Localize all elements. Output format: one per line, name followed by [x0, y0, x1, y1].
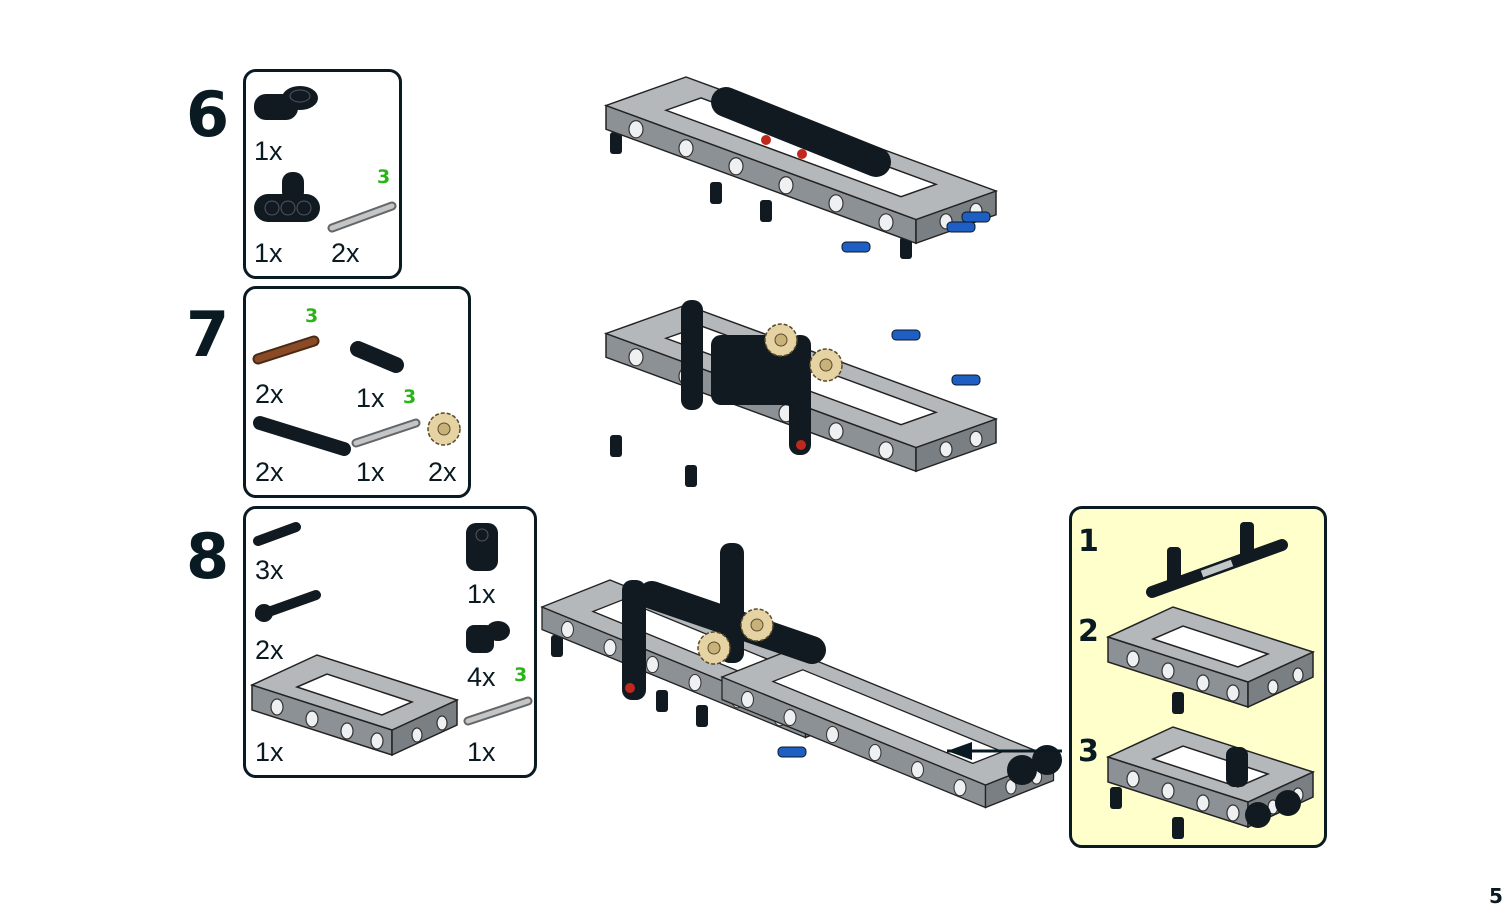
- thin-beam-icon: [253, 416, 351, 456]
- pin-long-icon: [253, 522, 301, 546]
- assembly-model-step-6: [605, 76, 997, 259]
- pin-connector-round-icon: [466, 621, 510, 653]
- assembly-model-step-7: [605, 300, 997, 487]
- parts-list-step-7: 3 2x 1x 3 2x 1x 2x: [243, 286, 471, 498]
- part-quantity: 1x: [356, 383, 385, 413]
- part-quantity: 2x: [255, 379, 284, 409]
- step-number: 7: [186, 298, 230, 371]
- gear-tan-icon: [427, 412, 461, 446]
- substep-1-model: [1146, 522, 1288, 598]
- axle-icon: [327, 201, 397, 233]
- parts-list-step-6: 1x 1x 3 2x: [243, 69, 402, 279]
- assembly-model-step-8: [541, 543, 1062, 809]
- part-quantity: 1x: [254, 238, 283, 268]
- part-quantity: 4x: [467, 662, 496, 692]
- substep-number: 1: [1078, 524, 1099, 559]
- axle-length-label: 3: [403, 386, 417, 408]
- step-number: 6: [186, 78, 230, 151]
- axle-and-pin-connector-icon: [254, 172, 320, 222]
- parts-list-step-8: 3x 2x 1x 1x 4x 3 1x: [243, 506, 537, 778]
- cross-axle-connector-icon: [254, 86, 318, 120]
- subassembly-callout: 1 2 3: [1069, 506, 1327, 848]
- axle-length-label: 3: [377, 166, 391, 188]
- page-number: 5: [1489, 884, 1503, 908]
- part-quantity: 2x: [331, 238, 360, 268]
- part-quantity: 1x: [467, 737, 496, 767]
- substep-number: 3: [1078, 734, 1099, 769]
- axle-length-label: 3: [514, 664, 528, 686]
- substep-2-model: [1107, 606, 1314, 714]
- axle-pin-brown-icon: [252, 335, 320, 365]
- part-quantity: 2x: [255, 635, 284, 665]
- part-quantity: 1x: [467, 579, 496, 609]
- part-quantity: 1x: [254, 136, 283, 166]
- perpendicular-connector-icon: [466, 523, 498, 571]
- pin-with-bush-icon: [255, 590, 321, 622]
- axle-icon: [351, 418, 421, 448]
- part-quantity: 1x: [255, 737, 284, 767]
- part-quantity: 3x: [255, 555, 284, 585]
- step-number: 8: [186, 520, 230, 593]
- axle-length-label: 3: [305, 305, 319, 327]
- substep-3-model: [1107, 726, 1314, 839]
- substep-number: 2: [1078, 614, 1099, 649]
- part-quantity: 2x: [428, 457, 457, 487]
- part-quantity: 1x: [356, 457, 385, 487]
- axle-icon: [463, 696, 533, 726]
- part-quantity: 2x: [255, 457, 284, 487]
- axle-connector-icon: [350, 341, 404, 373]
